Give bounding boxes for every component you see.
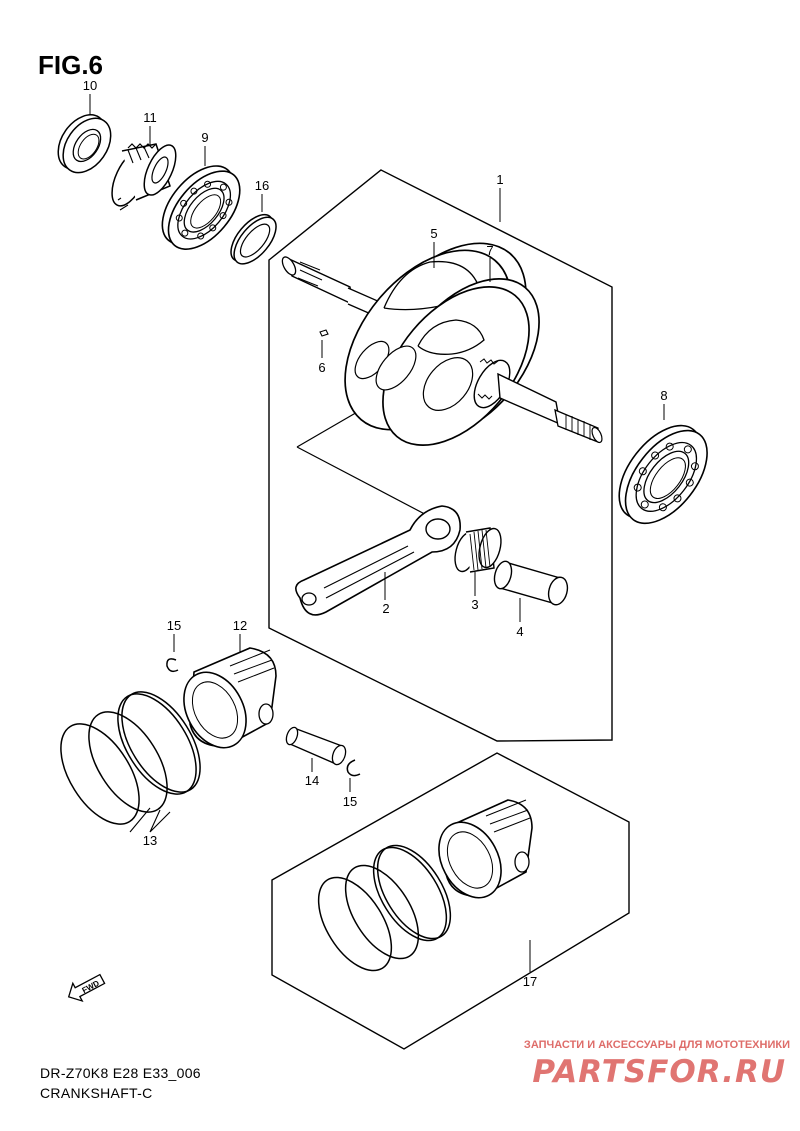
crankshaft-group-outline (268, 169, 613, 742)
callout-10: 10 (83, 78, 97, 93)
piston-pin-part (284, 726, 348, 767)
callout-14: 14 (305, 773, 319, 788)
callout-7: 7 (486, 243, 493, 258)
drive-gear-part (105, 140, 183, 211)
piston-part (171, 648, 276, 758)
fwd-arrow-icon: FWD (67, 973, 106, 1003)
callout-16: 16 (255, 178, 269, 193)
callout-15-lower: 15 (343, 794, 357, 809)
callout-9: 9 (201, 130, 208, 145)
piston-kit-part (304, 800, 532, 983)
callout-4: 4 (516, 624, 523, 639)
model-code: DR-Z70K8 E28 E33_006 (40, 1065, 201, 1081)
needle-bearing-part (451, 526, 505, 574)
watermark-tagline: ЗАПЧАСТИ И АКСЕССУАРЫ ДЛЯ МОТОТЕХНИКИ (524, 1039, 790, 1051)
callout-2: 2 (382, 601, 389, 616)
piston-rings-part (45, 679, 216, 838)
callout-13: 13 (143, 833, 157, 848)
crank-bearing-part (149, 153, 254, 262)
connecting-rod-part (296, 506, 460, 615)
right-bearing-part (603, 411, 723, 538)
callout-3: 3 (471, 597, 478, 612)
callout-6: 6 (318, 360, 325, 375)
watermark-brand: PARTSFOR.RU (532, 1054, 786, 1090)
callout-12: 12 (233, 618, 247, 633)
guide-line (296, 446, 439, 522)
oil-seal-part (48, 106, 120, 182)
callout-17: 17 (523, 974, 537, 989)
circlip-lower-part (346, 759, 361, 777)
shim-washer-part (223, 208, 284, 271)
callout-11: 11 (143, 110, 157, 125)
rings-leader-lines (129, 807, 171, 833)
leader-lines (89, 94, 665, 972)
section-name: CRANKSHAFT-C (40, 1085, 153, 1101)
callout-15-upper: 15 (167, 618, 181, 633)
circlip-upper-part (166, 658, 179, 673)
crank-pin-part (492, 559, 571, 606)
callout-8: 8 (660, 388, 667, 403)
piston-kit-group-outline (271, 752, 630, 1050)
figure-title: FIG.6 (38, 50, 103, 80)
callout-5: 5 (430, 226, 437, 241)
callout-1: 1 (496, 172, 503, 187)
crankshaft-assembly-part (280, 212, 604, 472)
